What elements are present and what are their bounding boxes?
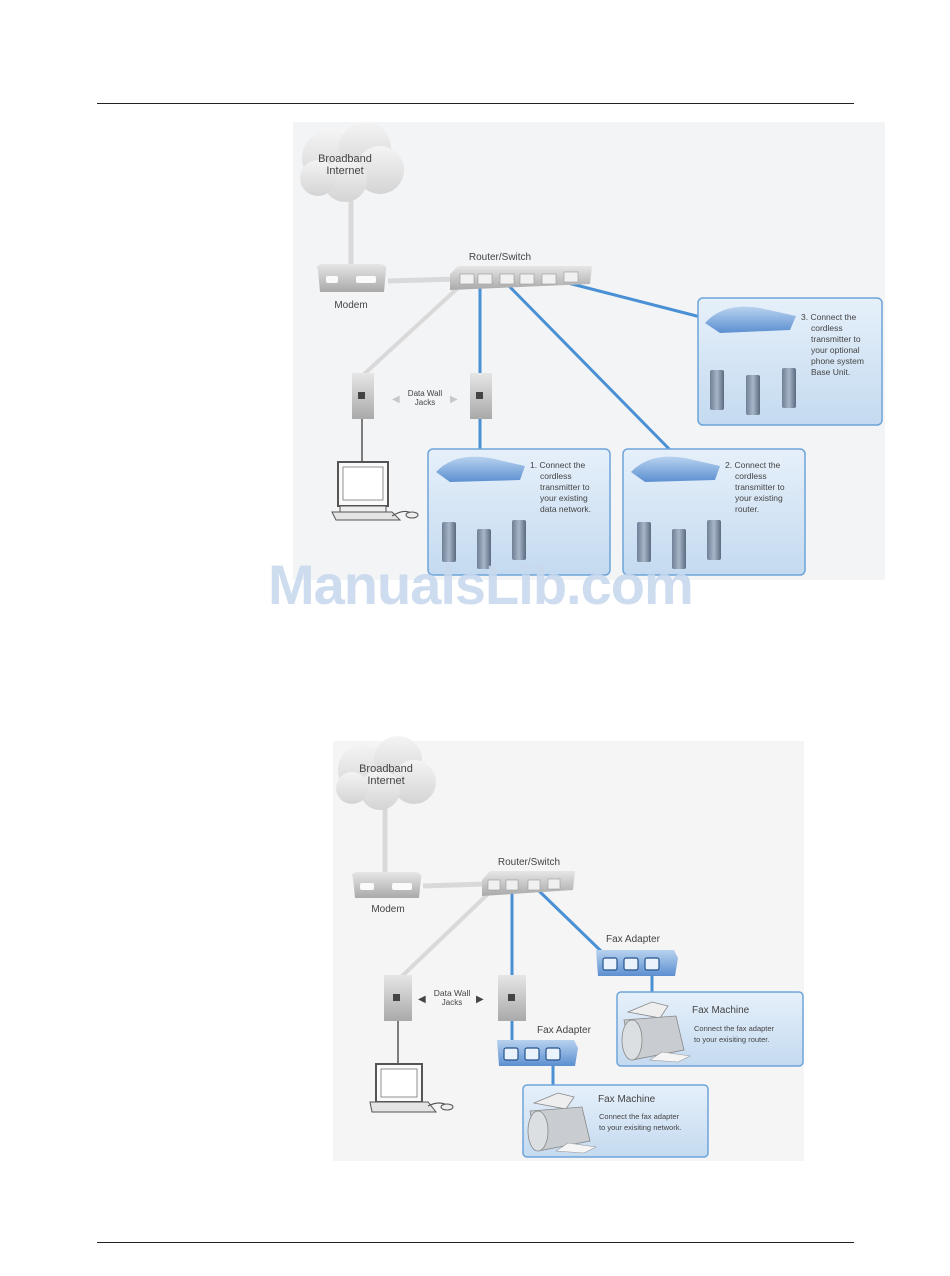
svg-text:1. Connect the cordles: 1. Connect the cordless transmitter to y…	[530, 460, 592, 514]
handset-icon	[512, 520, 526, 560]
handset-icon	[707, 520, 721, 560]
router-switch-icon	[482, 871, 575, 896]
jacks-arrow-left-icon: ◀	[418, 994, 426, 1005]
svg-text:2. Connect the cordles: 2. Connect the cordless transmitter to y…	[725, 460, 787, 514]
fax-machine-right-title: Fax Machine	[692, 1005, 750, 1016]
broadband-cloud-icon	[300, 122, 404, 202]
wall-jack-right-icon	[498, 975, 526, 1021]
fax-machine-right-line2: to your exisiting router.	[694, 1035, 769, 1044]
fax-machine-bottom-line1: Connect the fax adapter	[599, 1112, 680, 1121]
handset-icon	[637, 522, 651, 562]
fax-adapter-bottom-icon	[497, 1040, 578, 1066]
fax-machine-box-right: Fax Machine Connect the fax adapter to y…	[616, 991, 804, 1067]
cordless-transmitter-icon	[705, 306, 796, 333]
svg-text:3. Connect the cordles: 3. Connect the cordless transmitter to y…	[801, 312, 866, 377]
cloud-label-line1: Broadband	[359, 763, 413, 775]
bottom-rule	[97, 1242, 854, 1243]
jacks-label-line2: Jacks	[415, 398, 435, 407]
box2-line3: transmitter to	[735, 482, 785, 492]
handset-icon	[746, 375, 760, 415]
box2-line1: 2. Connect the	[725, 460, 781, 470]
box1-line1: 1. Connect the	[530, 460, 586, 470]
cloud-label-line1: Broadband	[318, 153, 372, 165]
fax-adapter-bottom-label: Fax Adapter	[537, 1025, 592, 1036]
box1-line4: your existing	[540, 493, 588, 503]
handset-icon	[672, 529, 686, 569]
fax-machine-bottom-title: Fax Machine	[598, 1094, 656, 1105]
handset-icon	[477, 529, 491, 569]
cordless-transmitter-icon	[436, 456, 525, 482]
diagram-1: Broadband Internet Modem Router/Switch	[293, 122, 885, 580]
computer-icon	[331, 461, 419, 521]
fax-machine-right-line1: Connect the fax adapter	[694, 1024, 775, 1033]
wall-jack-left-icon	[384, 975, 412, 1021]
box3-line6: Base Unit.	[811, 367, 850, 377]
modem-label: Modem	[334, 300, 367, 311]
handset-icon	[442, 522, 456, 562]
modem-label: Modem	[371, 904, 404, 915]
jacks-label-line1: Data Wall	[408, 389, 443, 398]
top-rule	[97, 103, 854, 104]
router-switch-icon	[450, 266, 592, 290]
fax-machine-icon	[527, 1092, 597, 1154]
router-label: Router/Switch	[469, 252, 531, 263]
box3-line5: phone system	[811, 356, 864, 366]
handset-icon	[710, 370, 724, 410]
diagram-2: Broadband Internet Modem Router/Switch ◀	[333, 736, 804, 1161]
box3-line2: cordless	[811, 323, 843, 333]
jacks-arrow-right-icon: ▶	[450, 394, 458, 405]
transmitter-box-2: 2. Connect the cordless transmitter to y…	[622, 448, 806, 576]
jacks-arrow-right-icon: ▶	[476, 994, 484, 1005]
box1-line5: data network.	[540, 504, 591, 514]
modem-icon	[317, 264, 387, 292]
transmitter-box-3: 3. Connect the cordless transmitter to y…	[697, 297, 883, 426]
box2-line2: cordless	[735, 471, 767, 481]
fax-adapter-top-label: Fax Adapter	[606, 934, 661, 945]
box2-line4: your existing	[735, 493, 783, 503]
handset-icon	[782, 368, 796, 408]
wall-jack-right-icon	[470, 373, 492, 419]
router-label: Router/Switch	[498, 857, 560, 868]
box3-line1: 3. Connect the	[801, 312, 857, 322]
box2-line5: router.	[735, 504, 759, 514]
box1-line3: transmitter to	[540, 482, 590, 492]
cloud-label-line2: Internet	[326, 165, 363, 177]
watermark: ManualsLib.com	[268, 553, 694, 616]
cordless-transmitter-icon	[631, 456, 720, 482]
fax-machine-box-bottom: Fax Machine Connect the fax adapter to y…	[522, 1084, 709, 1158]
box3-line3: transmitter to	[811, 334, 861, 344]
broadband-cloud-icon	[336, 736, 436, 810]
box1-line2: cordless	[540, 471, 572, 481]
fax-machine-icon	[621, 1001, 691, 1063]
fax-adapter-top-icon	[596, 950, 678, 976]
transmitter-box-1: 1. Connect the cordless transmitter to y…	[427, 448, 611, 576]
computer-icon	[369, 1063, 454, 1113]
box3-line4: your optional	[811, 345, 860, 355]
fax-machine-bottom-line2: to your exisiting network.	[599, 1123, 682, 1132]
jacks-label-line2: Jacks	[442, 998, 462, 1007]
wall-jack-left-icon	[352, 373, 374, 419]
jacks-label-line1: Data Wall	[434, 988, 471, 998]
cloud-label-line2: Internet	[367, 775, 404, 787]
jacks-arrow-left-icon: ◀	[392, 394, 400, 405]
modem-icon	[352, 872, 422, 898]
